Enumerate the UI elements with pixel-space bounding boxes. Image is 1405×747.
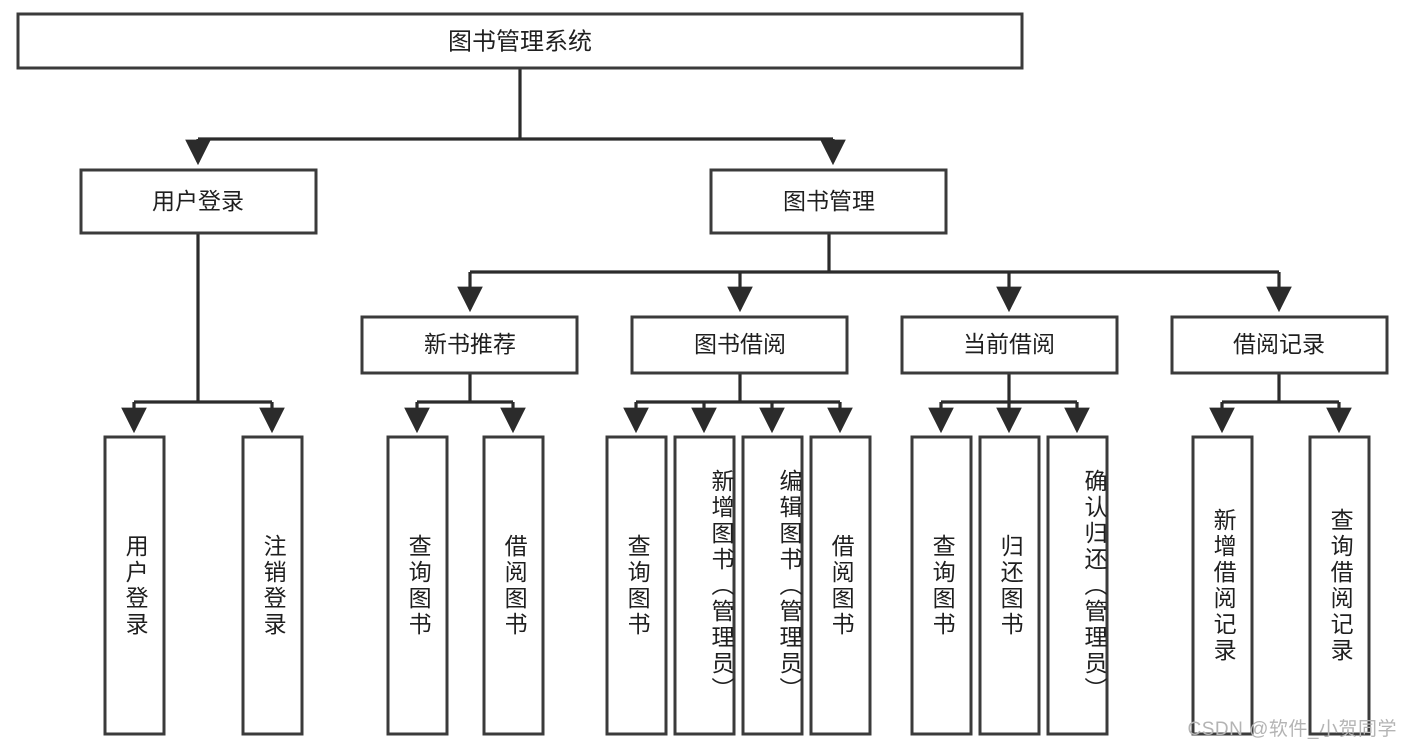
leaf-book-borrow-1[interactable] — [673, 435, 736, 736]
node-new-book-recommend-label: 新书推荐 — [424, 331, 516, 357]
connector-root-to-level2 — [185, 68, 846, 166]
connector-userlogin-to-leaves — [121, 233, 285, 434]
watermark-label: CSDN @软件_小贺同学 — [1187, 719, 1397, 740]
node-book-borrow-label: 图书借阅 — [694, 331, 786, 357]
leaf-user-login-1[interactable] — [241, 435, 304, 736]
node-current-borrow[interactable]: 当前借阅 — [900, 315, 1119, 375]
node-root-label: 图书管理系统 — [448, 28, 592, 55]
leaf-book-borrow-3[interactable] — [809, 435, 872, 736]
node-book-borrow[interactable]: 图书借阅 — [630, 315, 849, 375]
node-book-management-label: 图书管理 — [783, 188, 875, 214]
connector-bookmgmt-to-level3 — [457, 233, 1292, 313]
node-borrow-record-label: 借阅记录 — [1233, 331, 1325, 357]
leaf-new-book-0[interactable] — [386, 435, 449, 736]
connector-currentborrow-to-leaves — [928, 373, 1090, 434]
node-book-management[interactable]: 图书管理 — [709, 168, 948, 235]
node-user-login-label: 用户登录 — [152, 188, 244, 214]
leaf-current-borrow-0[interactable] — [910, 435, 973, 736]
node-current-borrow-label: 当前借阅 — [963, 331, 1055, 357]
node-new-book-recommend[interactable]: 新书推荐 — [360, 315, 579, 375]
leaf-current-borrow-2[interactable] — [1046, 435, 1109, 736]
connector-borrowrecord-to-leaves — [1209, 373, 1352, 434]
leaf-book-borrow-2[interactable] — [741, 435, 804, 736]
leaf-borrow-record-1[interactable] — [1308, 435, 1371, 736]
node-root[interactable]: 图书管理系统 — [16, 12, 1024, 70]
leaf-user-login-0[interactable] — [103, 435, 166, 736]
node-user-login[interactable]: 用户登录 — [79, 168, 318, 235]
leaf-new-book-1[interactable] — [482, 435, 545, 736]
leaf-book-borrow-0[interactable] — [605, 435, 668, 736]
connector-bookborrow-to-leaves — [623, 373, 853, 434]
node-borrow-record[interactable]: 借阅记录 — [1170, 315, 1389, 375]
connector-newbook-to-leaves — [404, 373, 526, 434]
leaf-current-borrow-1[interactable] — [978, 435, 1041, 736]
leaf-borrow-record-0[interactable] — [1191, 435, 1254, 736]
